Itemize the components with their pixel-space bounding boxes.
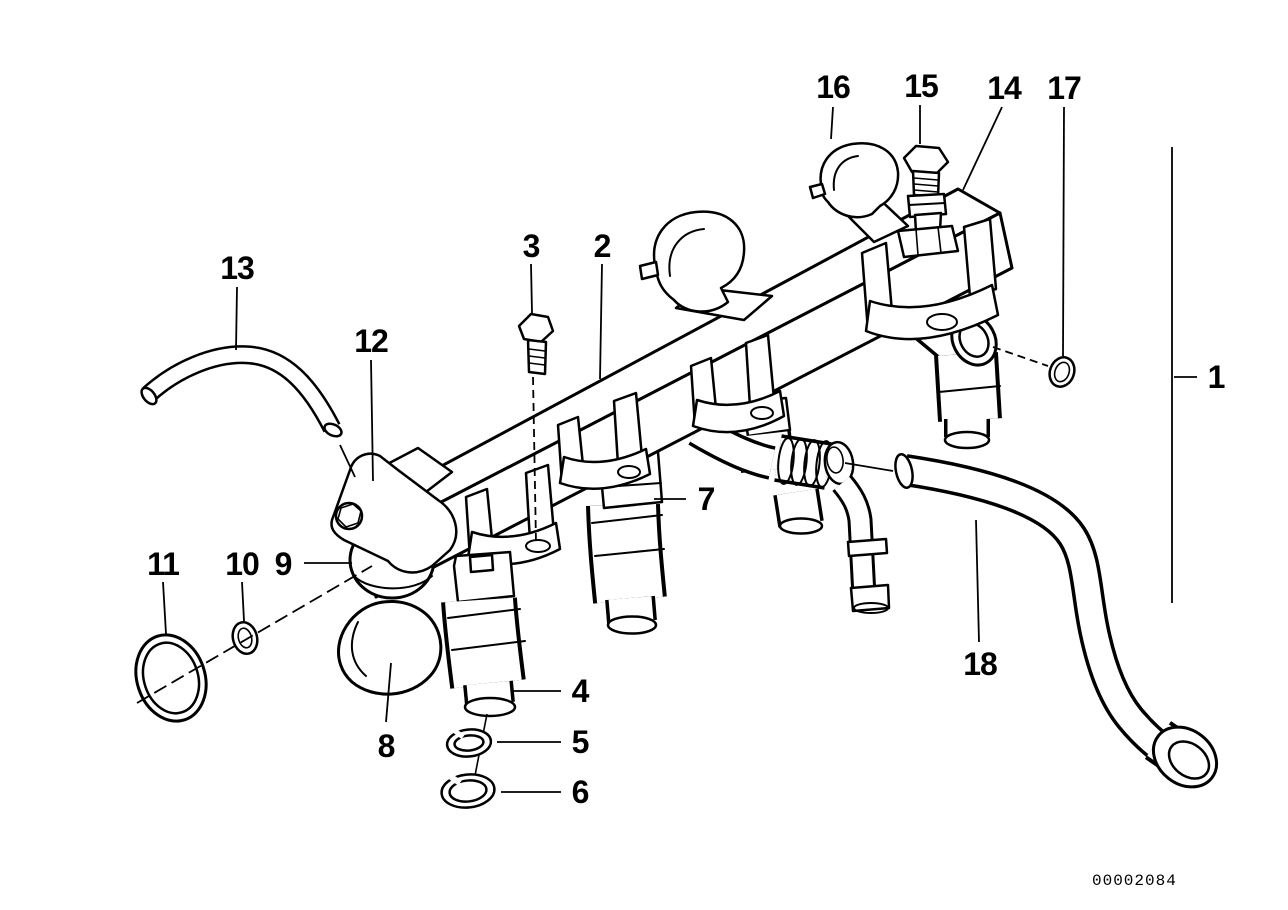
leader-line bbox=[992, 346, 1049, 367]
injector-4-tip bbox=[943, 430, 991, 450]
callout-18[interactable]: 18 bbox=[963, 646, 998, 682]
o-ring-11 bbox=[134, 633, 208, 723]
callout-1[interactable]: 1 bbox=[1207, 359, 1226, 395]
callout-9[interactable]: 9 bbox=[274, 546, 293, 582]
leader-line bbox=[844, 462, 894, 472]
vent-tube bbox=[832, 474, 891, 614]
injector-holder-forks bbox=[464, 217, 1000, 566]
callout-15[interactable]: 15 bbox=[904, 68, 939, 104]
leader-line bbox=[962, 106, 1003, 191]
hose-18-cuff bbox=[1144, 721, 1219, 789]
regulator-lower-shell bbox=[337, 599, 443, 696]
valve-base-nut bbox=[896, 224, 960, 259]
fuel-injector-1 bbox=[441, 550, 526, 718]
seal-ring-5 bbox=[445, 728, 493, 758]
leader-line bbox=[162, 581, 167, 635]
bolt-head bbox=[517, 312, 555, 344]
leader-lines-layer bbox=[136, 105, 1197, 793]
callout-14[interactable]: 14 bbox=[987, 70, 1022, 106]
fuel-hose-18 bbox=[894, 453, 1219, 789]
leader-line bbox=[530, 263, 533, 314]
leader-line bbox=[370, 359, 374, 482]
mounting-bolt bbox=[517, 312, 555, 376]
leader-line bbox=[599, 263, 603, 380]
callout-8[interactable]: 8 bbox=[377, 728, 396, 764]
callout-16[interactable]: 16 bbox=[816, 69, 851, 105]
hose-fitting-ribbed bbox=[774, 434, 855, 490]
injector-3-tip bbox=[778, 517, 824, 535]
hose-18-open-end bbox=[894, 453, 914, 489]
leader-line bbox=[235, 286, 238, 351]
holding-clip-right bbox=[808, 141, 910, 244]
vent-hose-13 bbox=[140, 345, 343, 438]
callout-13[interactable]: 13 bbox=[220, 250, 255, 286]
hose-13-open-end bbox=[140, 386, 158, 406]
left-assembly bbox=[330, 446, 526, 809]
callout-11[interactable]: 11 bbox=[147, 546, 180, 582]
o-ring-10 bbox=[231, 620, 259, 656]
callout-7[interactable]: 7 bbox=[697, 481, 716, 517]
leader-line bbox=[136, 565, 373, 704]
callout-3[interactable]: 3 bbox=[522, 228, 541, 264]
fuel-injector-3 bbox=[688, 396, 891, 614]
holder-fork-3 bbox=[689, 333, 786, 434]
leader-line bbox=[241, 581, 245, 622]
leader-line bbox=[1062, 106, 1065, 357]
callout-12[interactable]: 12 bbox=[354, 323, 389, 359]
holder-fork-2 bbox=[556, 391, 652, 491]
callout-2[interactable]: 2 bbox=[593, 228, 612, 264]
callout-10[interactable]: 10 bbox=[225, 546, 260, 582]
holder-fork-1 bbox=[464, 463, 562, 566]
injector-1-tip bbox=[463, 696, 517, 718]
valve-hex-head bbox=[902, 144, 950, 176]
o-ring-17 bbox=[1048, 356, 1076, 388]
diagram-code: 00002084 bbox=[1092, 872, 1177, 890]
leader-line bbox=[830, 106, 834, 140]
leader-line bbox=[339, 444, 356, 478]
bleeder-valve bbox=[896, 144, 960, 259]
leader-line bbox=[385, 662, 392, 723]
regulator-bracket bbox=[330, 446, 458, 574]
leader-line bbox=[975, 519, 980, 643]
holding-clip-left bbox=[638, 210, 774, 322]
callout-17[interactable]: 17 bbox=[1047, 70, 1082, 106]
seal-ring-6 bbox=[440, 773, 496, 809]
injector-2-tip bbox=[606, 615, 658, 635]
callout-5[interactable]: 5 bbox=[571, 724, 590, 760]
holder-fork-4 bbox=[860, 217, 1000, 341]
leader-line bbox=[532, 376, 537, 544]
callout-6[interactable]: 6 bbox=[571, 774, 590, 810]
injector-1-clip bbox=[452, 550, 516, 604]
callout-4[interactable]: 4 bbox=[571, 673, 590, 709]
